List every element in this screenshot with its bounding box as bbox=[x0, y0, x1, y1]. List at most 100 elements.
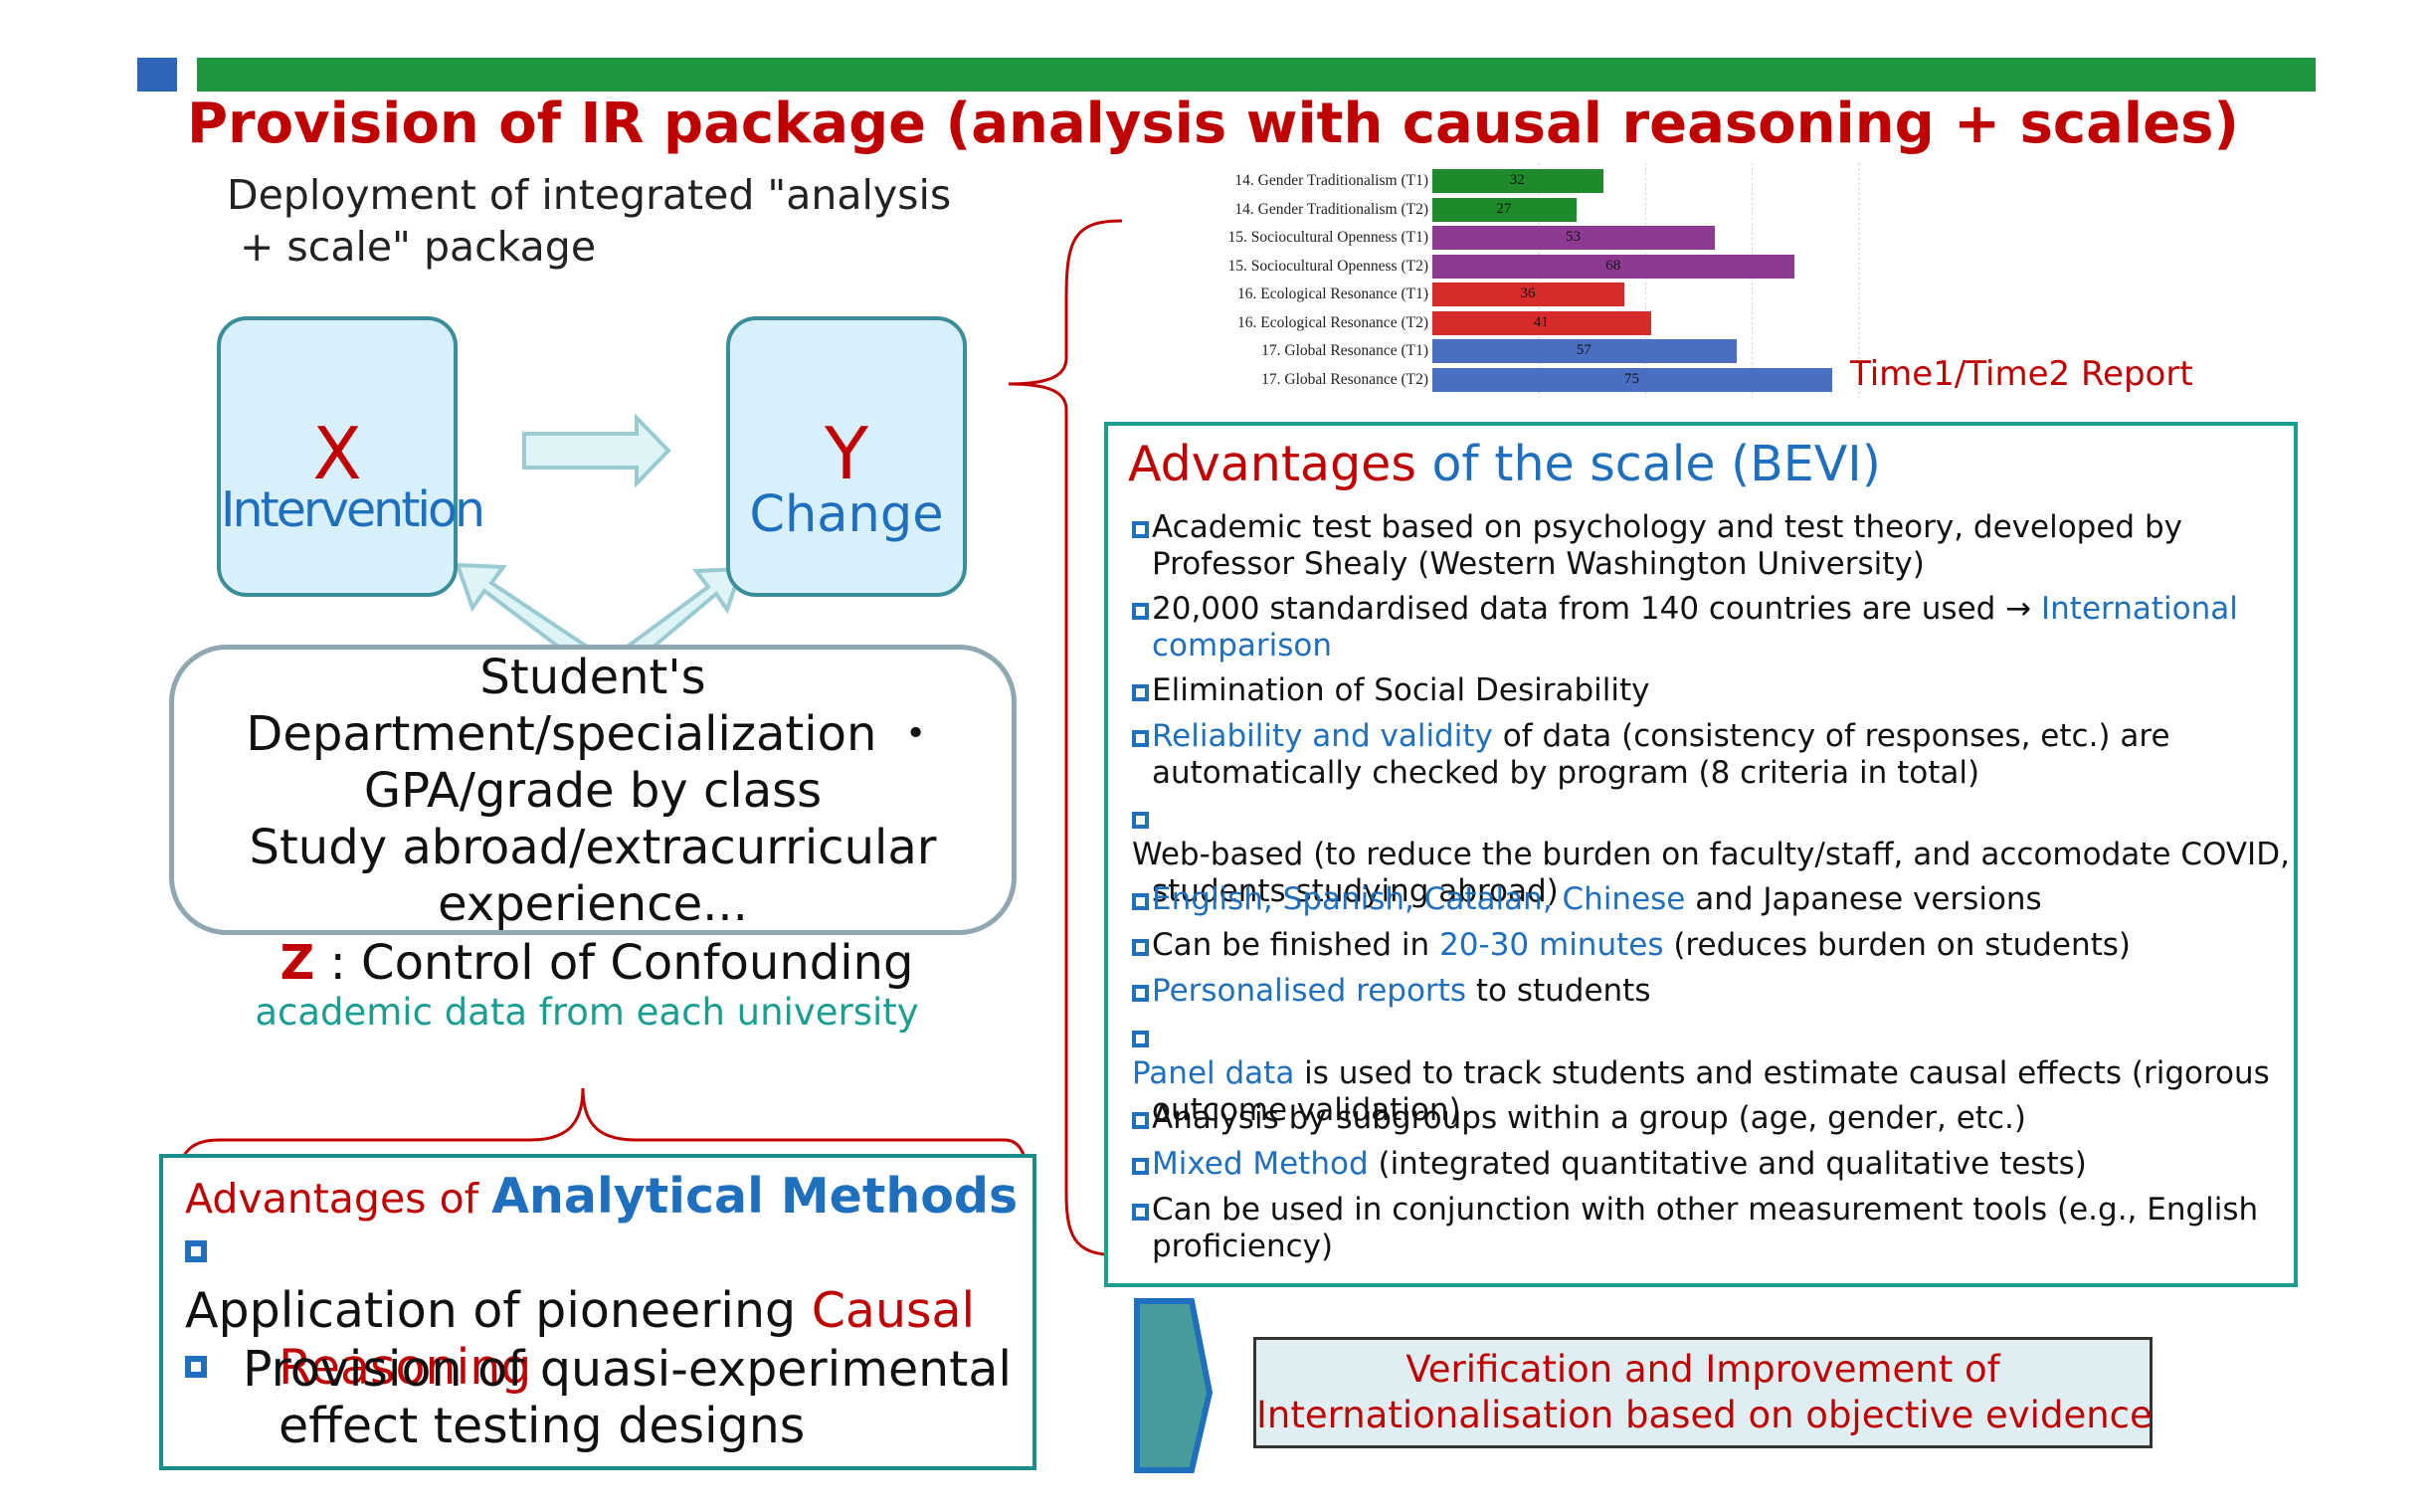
bullet-square-icon bbox=[1132, 1031, 1149, 1047]
bullet-square-icon bbox=[1132, 684, 1149, 701]
confounder-line: experience... bbox=[438, 876, 748, 932]
bevi-item-line: Mixed Method (integrated quantitative an… bbox=[1132, 1146, 2274, 1183]
chart-bar bbox=[1432, 283, 1624, 306]
chart-category-label: 15. Sociocultural Openness (T1) bbox=[1227, 229, 1428, 246]
bevi-item-line: Analysis by subgroups within a group (ag… bbox=[1132, 1100, 2274, 1137]
bevi-item-text: Mixed Method bbox=[1152, 1146, 1369, 1182]
chart-bar bbox=[1432, 339, 1737, 363]
bevi-bar-chart: 14. Gender Traditionalism (T1) 32 14. Gend… bbox=[1164, 163, 1960, 402]
chart-category-label: 17. Global Resonance (T2) bbox=[1261, 370, 1428, 388]
change-box: Y Change bbox=[726, 316, 967, 597]
analytical-methods-box: Advantages of Analytical Methods Applica… bbox=[159, 1154, 1036, 1470]
chart-bar-value: 32 bbox=[1509, 172, 1525, 188]
verification-line: Verification and Improvement of bbox=[1405, 1348, 2000, 1391]
analytical-heading-bold: Analytical Methods bbox=[491, 1168, 1019, 1225]
z-letter: Z bbox=[280, 935, 315, 991]
bevi-list-item: 20,000 standardised data from 140 countr… bbox=[1132, 591, 2274, 664]
bevi-item-text: proficiency) bbox=[1152, 1228, 1334, 1264]
bevi-item-text: Personalised reports bbox=[1152, 973, 1466, 1009]
arrow-up-right-icon bbox=[620, 566, 744, 656]
confounding-subcaption: academic data from each university bbox=[255, 991, 919, 1034]
chart-bar-value: 75 bbox=[1624, 370, 1639, 387]
analytical-heading: Advantages of Analytical Methods bbox=[185, 1168, 1018, 1225]
confounder-line: Department/specialization ・ bbox=[246, 706, 940, 762]
bevi-list-item: Academic test based on psychology and te… bbox=[1132, 509, 2274, 583]
bullet-square-icon bbox=[185, 1239, 207, 1262]
bevi-list-item: Can be used in conjunction with other me… bbox=[1132, 1192, 2274, 1265]
bevi-heading-red: Advantages bbox=[1128, 436, 1432, 492]
bullet-square-icon bbox=[1132, 1158, 1149, 1175]
bevi-item-text: Professor Shealy (Western Washington Uni… bbox=[1152, 546, 1925, 582]
arrow-up-left-icon bbox=[455, 562, 595, 658]
analytical-heading-prefix: Advantages of bbox=[185, 1175, 492, 1223]
analytical-item-text: Provision of quasi-experimental bbox=[243, 1341, 1012, 1398]
chart-bar-value: 27 bbox=[1496, 200, 1512, 217]
analytical-item-highlight: Reasoning bbox=[279, 1339, 532, 1396]
bevi-item-text: is used to track students and estimate c… bbox=[1294, 1055, 2270, 1091]
bevi-item-text: Elimination of Social Desirability bbox=[1152, 672, 1650, 708]
brace-up-icon bbox=[173, 1087, 1030, 1203]
chart-category-label: 16. Ecological Resonance (T2) bbox=[1237, 313, 1428, 331]
bevi-item-text: Reliability and validity bbox=[1152, 718, 1493, 754]
chart-bar bbox=[1432, 226, 1716, 250]
chart-bar bbox=[1432, 254, 1795, 279]
bevi-item-text: International bbox=[2041, 591, 2238, 627]
confounder-line: Student's bbox=[479, 650, 706, 705]
page-title: Provision of IR package (analysis with c… bbox=[187, 92, 2240, 156]
x-letter: X bbox=[312, 412, 362, 495]
bevi-list-item: Elimination of Social Desirability bbox=[1132, 672, 2274, 709]
bevi-item-text: automatically checked by program (8 crit… bbox=[1152, 755, 1980, 791]
bullet-square-icon bbox=[1132, 603, 1149, 620]
chart-bar bbox=[1432, 310, 1651, 335]
chart-bar bbox=[1432, 169, 1603, 193]
bevi-item-line: Panel data is used to track students and… bbox=[1132, 1019, 2274, 1092]
chart-category-label: 16. Ecological Resonance (T1) bbox=[1237, 285, 1428, 302]
chart-bar-value: 68 bbox=[1605, 257, 1621, 274]
bullet-square-icon bbox=[1132, 730, 1149, 747]
bevi-item-line: Professor Shealy (Western Washington Uni… bbox=[1132, 546, 2274, 583]
analytical-item-text: effect testing designs bbox=[279, 1398, 806, 1454]
confounding-caption: Z : Control of Confounding bbox=[269, 935, 925, 991]
y-letter: Y bbox=[825, 412, 868, 495]
header-bar bbox=[197, 58, 2316, 92]
bevi-item-line: students studying abroad) bbox=[1132, 873, 2274, 910]
chart-bar bbox=[1432, 197, 1577, 222]
chart-caption: Time1/Time2 Report bbox=[1850, 354, 2193, 394]
bevi-item-line: Academic test based on psychology and te… bbox=[1132, 509, 2274, 546]
bevi-item-line: Can be used in conjunction with other me… bbox=[1132, 1192, 2274, 1228]
bevi-item-line: outcome validation) bbox=[1132, 1092, 2274, 1129]
bevi-item-line: Web-based (to reduce the burden on facul… bbox=[1132, 800, 2290, 873]
chevron-arrow-icon bbox=[1134, 1298, 1214, 1473]
chart-bar-value: 36 bbox=[1520, 285, 1536, 301]
bevi-item-text: Panel data bbox=[1132, 1055, 1295, 1091]
bevi-item-text: Can be used in conjunction with other me… bbox=[1152, 1192, 2259, 1228]
bullet-square-icon bbox=[1132, 939, 1149, 956]
confounder-line: Study abroad/extracurricular bbox=[249, 820, 937, 875]
bevi-item-text: comparison bbox=[1152, 628, 1333, 663]
bevi-item-text: (reduces burden on students) bbox=[1663, 927, 2132, 963]
bevi-item-line: automatically checked by program (8 crit… bbox=[1132, 755, 2274, 792]
bevi-list-item: English, Spanish, Catalan, Chinese and J… bbox=[1132, 881, 2274, 918]
bevi-list-item: Reliability and validity of data (consis… bbox=[1132, 718, 2274, 792]
bevi-item-line: proficiency) bbox=[1132, 1228, 2274, 1265]
bevi-advantages-box: Advantages of the scale (BEVI) Academic … bbox=[1104, 422, 2298, 1287]
chart-category-label: 14. Gender Traditionalism (T2) bbox=[1234, 200, 1428, 218]
bevi-list-item: Can be finished in 20-30 minutes (reduce… bbox=[1132, 927, 2274, 964]
page-subtitle: Deployment of integrated "analysis + sca… bbox=[227, 169, 951, 273]
bevi-item-line: 20,000 standardised data from 140 countr… bbox=[1132, 591, 2274, 628]
confounder-box: Student's Department/specialization ・ GP… bbox=[169, 645, 1017, 935]
bevi-item-text: English, Spanish, Catalan, Chinese bbox=[1152, 881, 1686, 917]
analytical-item-highlight: Causal bbox=[811, 1282, 976, 1339]
confounder-line: GPA/grade by class bbox=[363, 763, 823, 819]
bevi-item-text: Academic test based on psychology and te… bbox=[1152, 509, 2182, 545]
bevi-item-text: 20,000 standardised data from 140 countr… bbox=[1152, 591, 2042, 627]
chart-bar-value: 57 bbox=[1576, 342, 1592, 358]
chart-bar-value: 41 bbox=[1533, 313, 1549, 330]
bevi-list-item: Web-based (to reduce the burden on facul… bbox=[1132, 800, 2290, 910]
chart-category-label: 14. Gender Traditionalism (T1) bbox=[1234, 172, 1428, 189]
bevi-item-text: (integrated quantitative and qualitative… bbox=[1368, 1146, 2087, 1182]
confounding-text: : Control of Confounding bbox=[314, 935, 914, 991]
bevi-item-text: students studying abroad) bbox=[1152, 873, 1559, 909]
bevi-item-text: 20-30 minutes bbox=[1439, 927, 1664, 963]
intervention-box: X Intervention bbox=[217, 316, 485, 597]
